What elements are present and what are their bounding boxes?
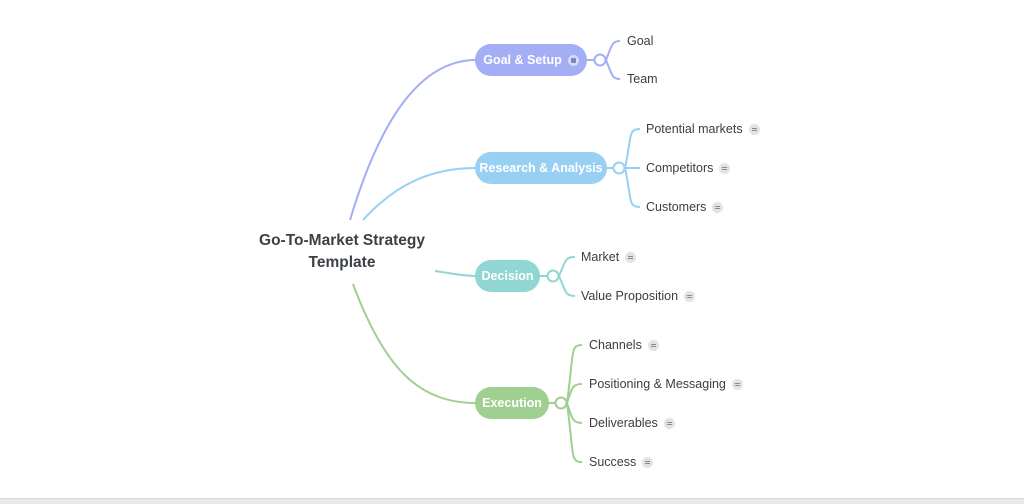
leaf-customers[interactable]: Customers bbox=[646, 198, 724, 216]
leaf-label: Market bbox=[581, 250, 620, 264]
leaf-label: Customers bbox=[646, 200, 707, 214]
comment-icon[interactable] bbox=[712, 201, 724, 213]
leaf-label: Channels bbox=[589, 338, 642, 352]
comment-icon[interactable] bbox=[663, 417, 675, 429]
root-title-line2: Template bbox=[308, 254, 376, 271]
connector-goal-setup bbox=[349, 59, 477, 221]
leaf-label: Positioning & Messaging bbox=[589, 377, 726, 391]
leaf-positioning-messaging[interactable]: Positioning & Messaging bbox=[589, 375, 743, 393]
leaf-goal[interactable]: Goal bbox=[627, 32, 653, 50]
comment-icon[interactable] bbox=[748, 123, 760, 135]
comment-icon[interactable] bbox=[642, 456, 654, 468]
leaf-value-proposition[interactable]: Value Proposition bbox=[581, 287, 696, 305]
leaf-label: Competitors bbox=[646, 161, 714, 175]
root-topic[interactable]: Go-To-Market Strategy Template bbox=[236, 230, 448, 274]
comment-icon[interactable] bbox=[647, 339, 659, 351]
branch-decision[interactable]: Decision bbox=[475, 260, 540, 292]
leaf-deliverables[interactable]: Deliverables bbox=[589, 414, 675, 432]
branch-decision-label: Decision bbox=[481, 269, 534, 283]
branch-research-label: Research & Analysis bbox=[479, 161, 603, 175]
leaf-label: Team bbox=[627, 72, 658, 86]
leaf-label: Deliverables bbox=[589, 416, 658, 430]
comment-icon[interactable] bbox=[684, 290, 696, 302]
branch-goal-setup[interactable]: Goal & Setup bbox=[475, 44, 587, 76]
branch-goal-setup-label: Goal & Setup bbox=[483, 53, 562, 67]
leaf-potential-markets[interactable]: Potential markets bbox=[646, 120, 760, 138]
leaf-competitors[interactable]: Competitors bbox=[646, 159, 731, 177]
leaf-label: Goal bbox=[627, 34, 654, 48]
branch-node-goal-setup bbox=[593, 53, 607, 67]
connector-execution bbox=[352, 283, 477, 404]
note-icon[interactable] bbox=[567, 54, 579, 66]
leaf-label: Success bbox=[589, 455, 637, 469]
branch-node-decision bbox=[546, 269, 560, 283]
leaf-success[interactable]: Success bbox=[589, 453, 654, 471]
comment-icon[interactable] bbox=[731, 378, 743, 390]
leaf-market[interactable]: Market bbox=[581, 248, 637, 266]
leaf-channels[interactable]: Channels bbox=[589, 336, 659, 354]
leaf-team[interactable]: Team bbox=[627, 70, 658, 88]
branch-execution[interactable]: Execution bbox=[475, 387, 549, 419]
comment-icon[interactable] bbox=[625, 251, 637, 263]
leaf-label: Value Proposition bbox=[581, 289, 679, 303]
branch-node-execution bbox=[554, 396, 568, 410]
root-title-line1: Go-To-Market Strategy bbox=[259, 232, 425, 249]
comment-icon[interactable] bbox=[719, 162, 731, 174]
bottom-divider bbox=[0, 498, 1024, 504]
connector-decision bbox=[434, 270, 477, 277]
connector-research bbox=[362, 167, 477, 221]
branch-node-research bbox=[612, 161, 626, 175]
branch-execution-label: Execution bbox=[482, 396, 542, 410]
leaf-label: Potential markets bbox=[646, 122, 743, 136]
branch-research[interactable]: Research & Analysis bbox=[475, 152, 607, 184]
